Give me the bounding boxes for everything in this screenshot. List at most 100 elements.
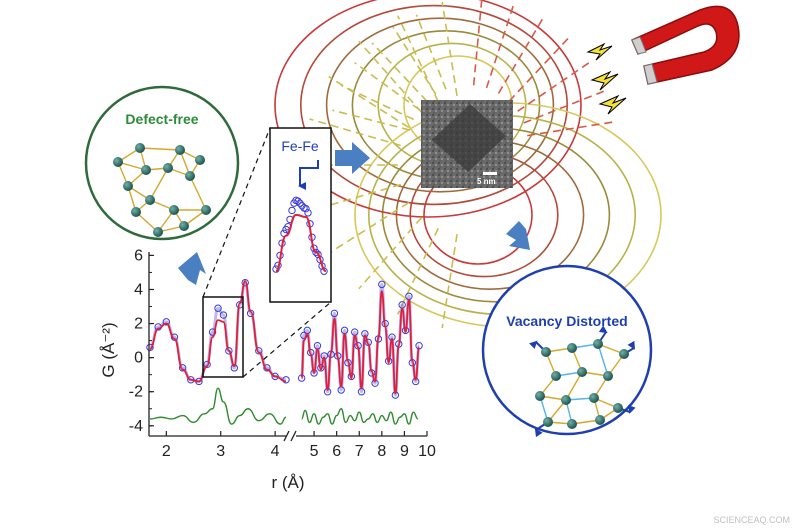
field-line-dashed bbox=[354, 62, 420, 111]
y-tick-label: 0 bbox=[134, 350, 143, 367]
atom bbox=[567, 419, 577, 429]
field-line-dashed bbox=[472, 0, 483, 86]
field-line-dashed bbox=[527, 120, 617, 137]
atom bbox=[577, 367, 587, 377]
atom bbox=[153, 227, 163, 237]
field-line-dashed bbox=[328, 201, 410, 255]
arrow-to-vacancy bbox=[506, 221, 530, 250]
atom bbox=[113, 157, 123, 167]
atom bbox=[589, 393, 599, 403]
atom bbox=[141, 165, 151, 175]
zoom-highlight bbox=[202, 127, 332, 378]
observed-point bbox=[310, 369, 318, 377]
observed-point bbox=[255, 347, 263, 355]
observed-point bbox=[146, 343, 154, 352]
observed-point bbox=[162, 318, 171, 326]
x-tick-label: 5 bbox=[310, 443, 319, 460]
atom bbox=[145, 195, 155, 205]
x-tick-label: 2 bbox=[162, 443, 171, 460]
horseshoe-magnet-icon bbox=[631, 5, 740, 85]
observed-point bbox=[384, 357, 393, 365]
axis-break-mark bbox=[290, 430, 297, 442]
x-tick-label: 8 bbox=[377, 443, 386, 460]
defect-free-atom-cluster bbox=[113, 143, 211, 237]
observed-point bbox=[203, 360, 211, 369]
observed-point bbox=[246, 309, 255, 318]
atom bbox=[179, 221, 189, 231]
y-axis-label: G (Å⁻²) bbox=[99, 322, 118, 377]
atom bbox=[561, 395, 571, 405]
x-tick-label: 4 bbox=[271, 443, 280, 460]
observed-point bbox=[230, 364, 239, 372]
field-line-dashed bbox=[508, 35, 572, 102]
field-line-dashed bbox=[340, 84, 415, 121]
inset-observed-point bbox=[312, 248, 320, 257]
inset-observed-point bbox=[272, 265, 280, 273]
atom bbox=[619, 349, 629, 359]
field-line-dashed bbox=[523, 89, 608, 124]
observed-point bbox=[170, 333, 179, 341]
atom bbox=[163, 163, 173, 173]
x-tick-label: 9 bbox=[400, 443, 409, 460]
field-line-dashed bbox=[441, 1, 458, 96]
observed-point bbox=[344, 359, 352, 367]
observed-point bbox=[241, 278, 249, 287]
observed-point bbox=[401, 326, 410, 335]
atom bbox=[603, 371, 613, 381]
observed-point bbox=[178, 364, 187, 372]
observed-point bbox=[367, 369, 376, 377]
axis-break-mark bbox=[283, 430, 290, 442]
field-line-dashed bbox=[485, 2, 516, 89]
atom bbox=[169, 205, 179, 215]
observed-point bbox=[225, 347, 233, 355]
atom bbox=[175, 145, 185, 155]
atom bbox=[131, 207, 141, 217]
fit-series bbox=[149, 280, 420, 395]
y-tick-label: 6 bbox=[134, 247, 143, 264]
field-line-dashed bbox=[358, 216, 423, 290]
atom bbox=[613, 403, 623, 413]
field-line-dashed bbox=[358, 40, 423, 114]
atom bbox=[543, 417, 553, 427]
vacancy-distorted-atom-cluster bbox=[528, 325, 636, 438]
atom-bond bbox=[139, 147, 181, 151]
field-line-dashed bbox=[397, 227, 439, 315]
atom bbox=[567, 343, 577, 353]
observed-point bbox=[208, 328, 217, 336]
observed-point bbox=[317, 364, 325, 372]
chart-curves bbox=[146, 278, 423, 425]
atom bbox=[195, 155, 205, 165]
field-line-dashed bbox=[309, 118, 402, 147]
x-tick-label: 3 bbox=[216, 443, 225, 460]
atom bbox=[201, 205, 211, 215]
observed-point bbox=[219, 311, 228, 319]
field-line-dashed bbox=[517, 60, 593, 112]
scale-bar-label: 5 nm bbox=[477, 177, 496, 186]
field-line-dashed bbox=[397, 15, 439, 103]
atom bbox=[535, 391, 545, 401]
defect-free-panel: Defect-free bbox=[84, 85, 240, 241]
atom bbox=[595, 415, 605, 425]
inset-observed-point bbox=[314, 250, 322, 259]
x-axis-label: r (Å) bbox=[271, 473, 304, 492]
y-tick-label: -4 bbox=[129, 418, 143, 435]
atom bbox=[135, 143, 145, 153]
y-tick-label: -2 bbox=[129, 384, 143, 401]
atom-bond bbox=[189, 175, 207, 211]
difference-series bbox=[149, 387, 419, 425]
arrow-to-tem bbox=[335, 142, 370, 174]
tem-nanoparticle-image: 5 nm bbox=[421, 100, 513, 188]
x-tick-label: 7 bbox=[355, 443, 364, 460]
vacancy-distorted-panel: Vacancy Distorted bbox=[481, 264, 653, 438]
observed-point bbox=[364, 338, 372, 346]
inset-observed-point bbox=[304, 209, 312, 217]
field-line-dashed bbox=[392, 26, 437, 95]
observed-point bbox=[306, 348, 315, 357]
x-tick-label: 6 bbox=[332, 443, 341, 460]
fe-fe-inset: Fe-Fe bbox=[269, 127, 332, 303]
field-line-dashed bbox=[415, 14, 447, 90]
arrow-to-defect-free bbox=[178, 252, 206, 285]
defect-free-label: Defect-free bbox=[125, 111, 198, 127]
